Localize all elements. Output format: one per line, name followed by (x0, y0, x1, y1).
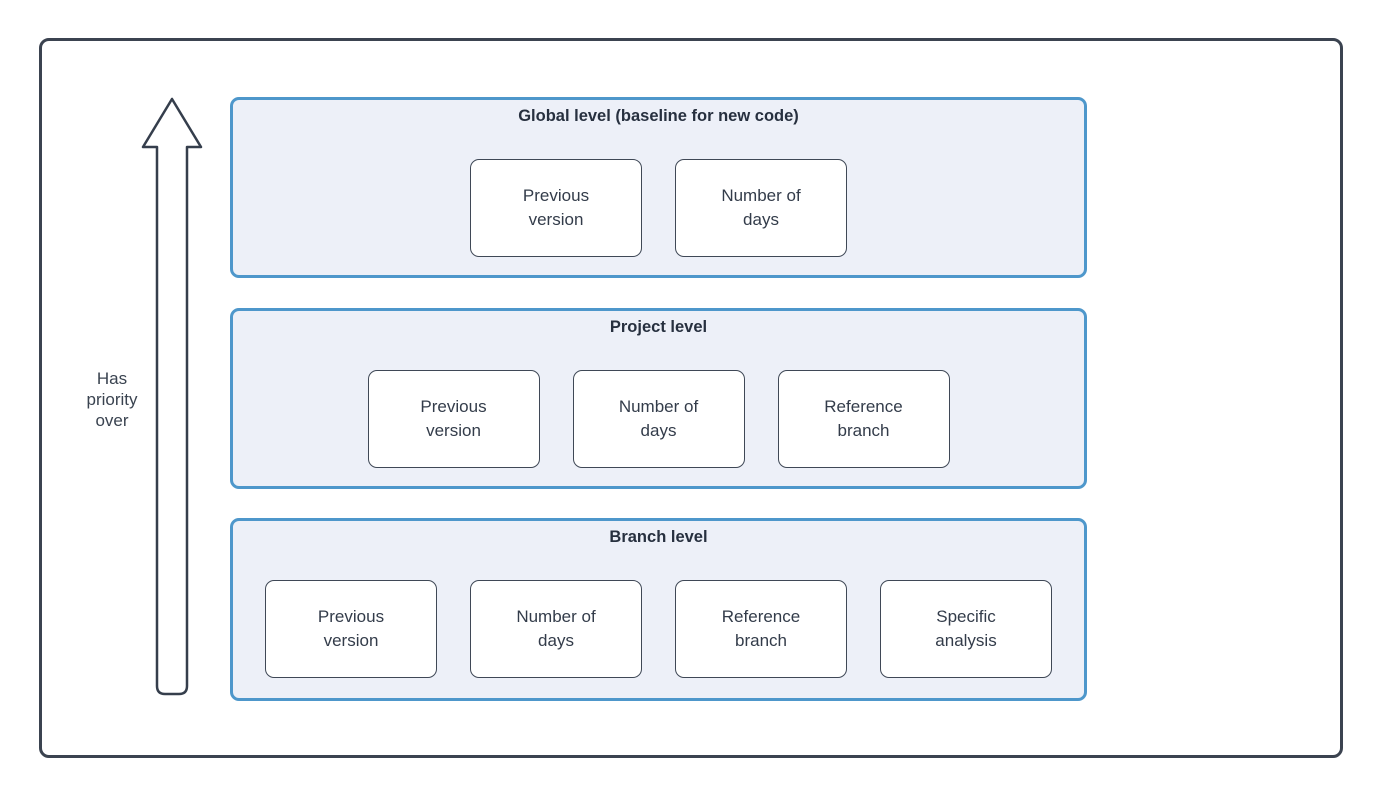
node-branch-reference-branch: Reference branch (675, 580, 847, 678)
box-row-global: Previous version Number of days (233, 159, 1084, 257)
node-branch-number-of-days: Number of days (470, 580, 642, 678)
node-branch-specific-analysis: Specific analysis (880, 580, 1052, 678)
priority-arrow (139, 96, 205, 702)
node-global-previous-version: Previous version (470, 159, 642, 257)
section-title-branch: Branch level (609, 528, 708, 546)
node-label: Previous version (522, 186, 590, 229)
node-project-reference-branch: Reference branch (777, 370, 950, 468)
box-row-project: Previous version Number of days Referenc… (233, 370, 1084, 468)
node-label: Number of days (516, 607, 596, 650)
node-project-previous-version: Previous version (367, 370, 540, 468)
node-label: Previous version (317, 607, 385, 650)
node-label: Number of days (721, 186, 801, 229)
node-label: Number of days (618, 397, 699, 440)
node-label: Reference branch (824, 397, 903, 440)
node-label: Specific analysis (935, 607, 997, 650)
arrow-label: Has priority over (86, 369, 138, 430)
node-branch-previous-version: Previous version (265, 580, 437, 678)
section-global-level: Global level (baseline for new code) Pre… (230, 97, 1087, 278)
node-label: Reference branch (721, 607, 801, 650)
section-branch-level: Branch level Previous version Number of … (230, 518, 1087, 701)
section-title-project: Project level (609, 318, 708, 336)
section-title-global: Global level (baseline for new code) (518, 107, 799, 125)
up-arrow-icon (141, 97, 203, 696)
node-global-number-of-days: Number of days (675, 159, 847, 257)
box-row-branch: Previous version Number of days Referenc… (233, 580, 1084, 678)
node-label: Previous version (420, 397, 487, 440)
node-project-number-of-days: Number of days (572, 370, 745, 468)
section-project-level: Project level Previous version Number of… (230, 308, 1087, 489)
